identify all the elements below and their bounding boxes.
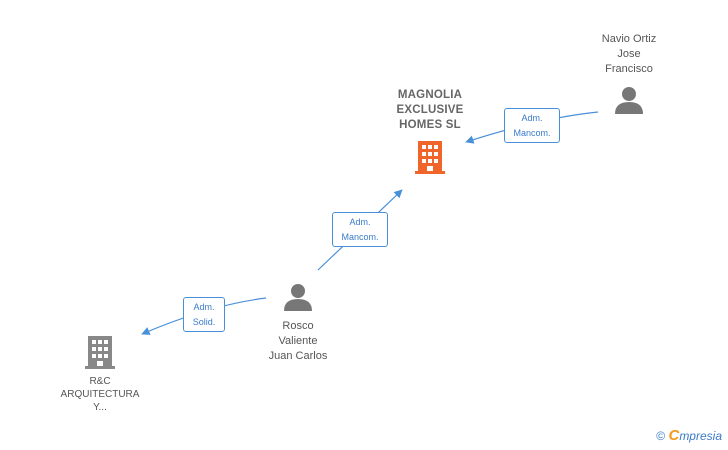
brand-logo-initial: C [668, 427, 680, 444]
node-magnolia[interactable]: MAGNOLIA EXCLUSIVE HOMES SL [380, 88, 480, 180]
copyright-symbol: © [656, 429, 666, 443]
node-navio-label: Navio Ortiz Jose Francisco [601, 33, 657, 75]
building-icon [414, 139, 446, 180]
node-rosco-label: Rosco Valiente Juan Carlos [268, 320, 328, 362]
building-icon [84, 334, 116, 375]
person-icon [614, 85, 644, 120]
edge-label-navio-magnolia[interactable]: Adm. Mancom. [504, 108, 560, 143]
person-icon [283, 282, 313, 317]
node-magnolia-label: MAGNOLIA EXCLUSIVE HOMES SL [396, 89, 464, 131]
node-rc-label: R&C ARQUITECTURA Y... [60, 376, 140, 413]
node-rc[interactable]: R&C ARQUITECTURA Y... [50, 334, 150, 414]
node-navio[interactable]: Navio Ortiz Jose Francisco [584, 32, 674, 120]
node-rosco[interactable]: Rosco Valiente Juan Carlos [253, 282, 343, 364]
brand-watermark: © Cmpresia [656, 427, 722, 444]
edge-label-rosco-magnolia[interactable]: Adm. Mancom. [332, 212, 388, 247]
edge-label-rosco-rc[interactable]: Adm. Solid. [183, 297, 225, 332]
brand-name: mpresia [679, 429, 722, 443]
